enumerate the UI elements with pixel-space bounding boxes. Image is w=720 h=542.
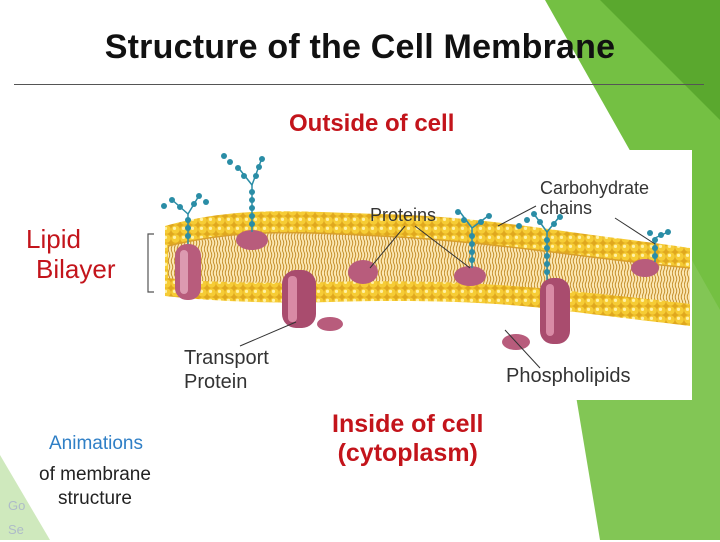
inside-of-cell-label: Inside of cell (cytoplasm) [332, 410, 483, 468]
membrane-proteins [175, 230, 659, 350]
lipid-label-line1: Lipid [26, 224, 81, 254]
peripheral-protein [348, 260, 378, 284]
peripheral-protein [317, 317, 343, 331]
carbohydrate-leader [497, 205, 537, 227]
carbohydrate-chain [516, 211, 563, 280]
carbohydrate-chain [647, 229, 671, 262]
animations-caption: of membrane structure [39, 463, 151, 511]
green-accent-shape-dark [600, 0, 720, 120]
protein-highlight [288, 276, 297, 322]
inside-label-line1: Inside of cell [332, 410, 484, 438]
proteins-label: Proteins [370, 205, 437, 225]
proteins-leader [369, 225, 406, 269]
bilayer-bracket [147, 233, 154, 293]
protein-highlight [546, 284, 554, 336]
transport-protein-label: Transport Protein [184, 346, 269, 394]
green-corner-shape [0, 455, 50, 540]
faint-footer-text: Go Se [8, 494, 25, 542]
phospholipids-label: Phospholipids [506, 365, 631, 387]
protein-highlight [180, 250, 188, 294]
title-divider [14, 84, 704, 85]
inside-label-line2: (cytoplasm) [337, 439, 478, 467]
proteins-leader [414, 225, 471, 269]
page-title: Structure of the Cell Membrane [104, 28, 616, 66]
transport-label-line2: Protein [184, 371, 248, 393]
carbohydrate-chain [455, 209, 492, 268]
animations-caption-line3: structure [58, 488, 132, 509]
carbohydrate-chain [221, 153, 265, 232]
carbohydrate-chains [161, 153, 671, 280]
carb-label-line1: Carbohydrate [540, 178, 650, 198]
transport-protein [282, 270, 316, 328]
peripheral-protein [631, 259, 659, 277]
faint-line2: Se [8, 522, 24, 537]
transmembrane-protein [540, 278, 570, 344]
carbohydrate-chain [161, 193, 209, 244]
lipid-label-line2: Bilayer [36, 254, 116, 284]
outside-of-cell-label: Outside of cell [289, 110, 455, 137]
animations-link[interactable]: Animations [49, 433, 143, 454]
leader-lines [239, 205, 656, 369]
transport-leader [239, 321, 297, 347]
peripheral-protein [454, 266, 486, 286]
faint-line1: Go [8, 498, 26, 513]
phospholipid-leader [504, 329, 541, 369]
carbohydrate-leader [614, 217, 656, 245]
lipid-bilayer-label: Lipid Bilayer [26, 224, 115, 284]
peripheral-protein [236, 230, 268, 250]
animations-caption-line2: of membrane [39, 464, 151, 485]
carb-label-line2: chains [540, 198, 593, 218]
carbohydrate-chains-label: Carbohydrate chains [540, 178, 649, 218]
transport-label-line1: Transport [184, 347, 269, 369]
